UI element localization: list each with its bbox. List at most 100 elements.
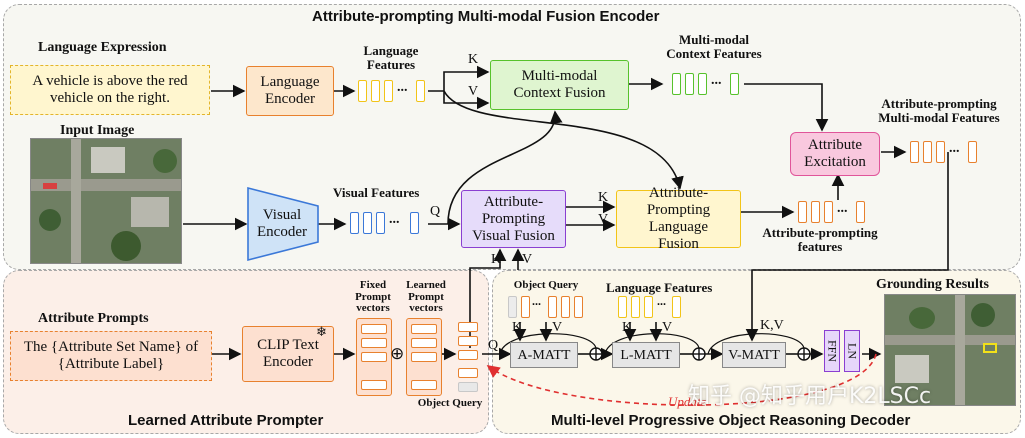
learned-prompt-vectors-label: Learned Prompt vectors	[406, 279, 446, 314]
ap-feature-dots: ...	[837, 201, 848, 216]
input-image	[30, 138, 182, 264]
language-feature-token	[384, 80, 393, 102]
attribute-prompts-title: Attribute Prompts	[38, 311, 149, 326]
language-feature-token	[358, 80, 367, 102]
decoder-object-query-token	[521, 296, 530, 318]
visual-features-label: Visual Features	[333, 185, 420, 200]
learned-prompt-vector	[411, 324, 437, 334]
ap-feature-token	[824, 201, 833, 223]
a-matt-block: A-MATT	[510, 342, 578, 368]
k-label-prompt: K	[491, 252, 502, 267]
language-encoder: Language Encoder	[246, 66, 334, 116]
v-label: V	[468, 84, 479, 99]
object-query-label: Object Query	[417, 397, 483, 409]
fixed-prompt-vector	[361, 338, 387, 348]
v-label-ap: V	[598, 212, 609, 227]
decoder-language-features-label: Language Features	[606, 280, 713, 295]
prompter-title: Learned Attribute Prompter	[128, 412, 324, 429]
language-features-label: Language Features	[363, 43, 419, 72]
decoder-object-query-label: Object Query	[513, 279, 579, 291]
visual-feature-token	[350, 212, 359, 234]
fixed-prompt-vector	[361, 324, 387, 334]
language-feature-dots: ...	[397, 80, 408, 95]
decoder-object-query-token	[548, 296, 557, 318]
language-feature-token	[416, 80, 425, 102]
learned-prompt-vector	[411, 338, 437, 348]
language-feature-token	[371, 80, 380, 102]
v-label-prompt: V	[522, 252, 533, 267]
ap-features-label: Attribute-prompting features	[762, 225, 878, 254]
ap-mm-token	[936, 141, 945, 163]
ap-mm-dots: ...	[949, 141, 960, 156]
ln-block: LN	[844, 330, 860, 372]
ap-mm-token	[910, 141, 919, 163]
l-matt-v: V	[662, 320, 673, 335]
visual-encoder	[247, 186, 319, 262]
visual-feature-token	[363, 212, 372, 234]
decoder-language-dots: ...	[657, 294, 666, 308]
decoder-title: Multi-level Progressive Object Reasoning…	[551, 412, 911, 429]
a-matt-v: V	[552, 320, 563, 335]
ap-mm-features-label: Attribute-prompting Multi-modal Features	[878, 96, 1000, 125]
grounding-results-title: Grounding Results	[876, 277, 989, 292]
decoder-object-query-dots: ...	[532, 294, 541, 308]
object-query-vector	[458, 322, 478, 332]
v-matt-block: V-MATT	[722, 342, 786, 368]
frozen-snowflake-icon: ❄	[316, 324, 327, 339]
input-image-title: Input Image	[60, 123, 135, 138]
q-label-decoder: Q	[488, 338, 499, 353]
mm-context-token	[685, 73, 694, 95]
language-expression-title: Language Expression	[38, 40, 167, 55]
fixed-prompt-vector	[361, 352, 387, 362]
ap-feature-token	[811, 201, 820, 223]
mm-context-token	[730, 73, 739, 95]
visual-feature-token	[410, 212, 419, 234]
concat-oplus-icon: ⊕	[390, 344, 405, 363]
attribute-prompts-box: The {Attribute Set Name} of {Attribute L…	[10, 331, 212, 381]
watermark: 知乎 @知乎用户K2LSCc	[688, 384, 932, 409]
decoder-object-query-token	[508, 296, 517, 318]
object-query-vector	[458, 336, 478, 346]
fixed-prompt-vectors-label: Fixed Prompt vectors	[355, 279, 391, 314]
k-label-ap: K	[598, 190, 609, 205]
visual-feature-dots: ...	[389, 212, 400, 227]
language-expression-box: A vehicle is above the red vehicle on th…	[10, 65, 210, 115]
ap-visual-fusion: Attribute-Prompting Visual Fusion	[461, 190, 566, 248]
mm-context-dots: ...	[711, 73, 722, 88]
encoder-title: Attribute-prompting Multi-modal Fusion E…	[312, 8, 660, 25]
update-label: Update	[668, 394, 707, 409]
visual-encoder-label: Visual Encoder	[257, 207, 307, 240]
fixed-prompt-vector	[361, 380, 387, 390]
mm-context-fusion: Multi-modal Context Fusion	[490, 60, 629, 110]
object-query-vector	[458, 350, 478, 360]
decoder-object-query-token	[561, 296, 570, 318]
a-matt-k: K	[512, 320, 523, 335]
q-label: Q	[430, 204, 441, 219]
learned-prompt-vector	[411, 380, 437, 390]
decoder-language-token	[644, 296, 653, 318]
decoder-object-query-token	[574, 296, 583, 318]
ap-language-fusion: Attribute-Prompting Language Fusion	[616, 185, 741, 252]
l-matt-block: L-MATT	[612, 342, 680, 368]
grounding-result-image	[884, 294, 1016, 406]
l-matt-k: K	[622, 320, 633, 335]
mm-context-features-label: Multi-modal Context Features	[666, 32, 762, 61]
learned-prompt-vector	[411, 352, 437, 362]
v-matt-kv: K,V	[760, 318, 784, 333]
ffn-block: FFN	[824, 330, 840, 372]
object-query-vector	[458, 382, 478, 392]
object-query-vector	[458, 368, 478, 378]
ap-mm-token	[923, 141, 932, 163]
k-label: K	[468, 52, 479, 67]
decoder-language-token	[631, 296, 640, 318]
visual-feature-token	[376, 212, 385, 234]
ap-mm-token	[968, 141, 977, 163]
decoder-language-token	[672, 296, 681, 318]
ap-feature-token	[856, 201, 865, 223]
attribute-excitation: Attribute Excitation	[790, 132, 880, 176]
clip-text-encoder: CLIP Text Encoder	[242, 326, 334, 382]
decoder-language-token	[618, 296, 627, 318]
ap-feature-token	[798, 201, 807, 223]
mm-context-token	[672, 73, 681, 95]
